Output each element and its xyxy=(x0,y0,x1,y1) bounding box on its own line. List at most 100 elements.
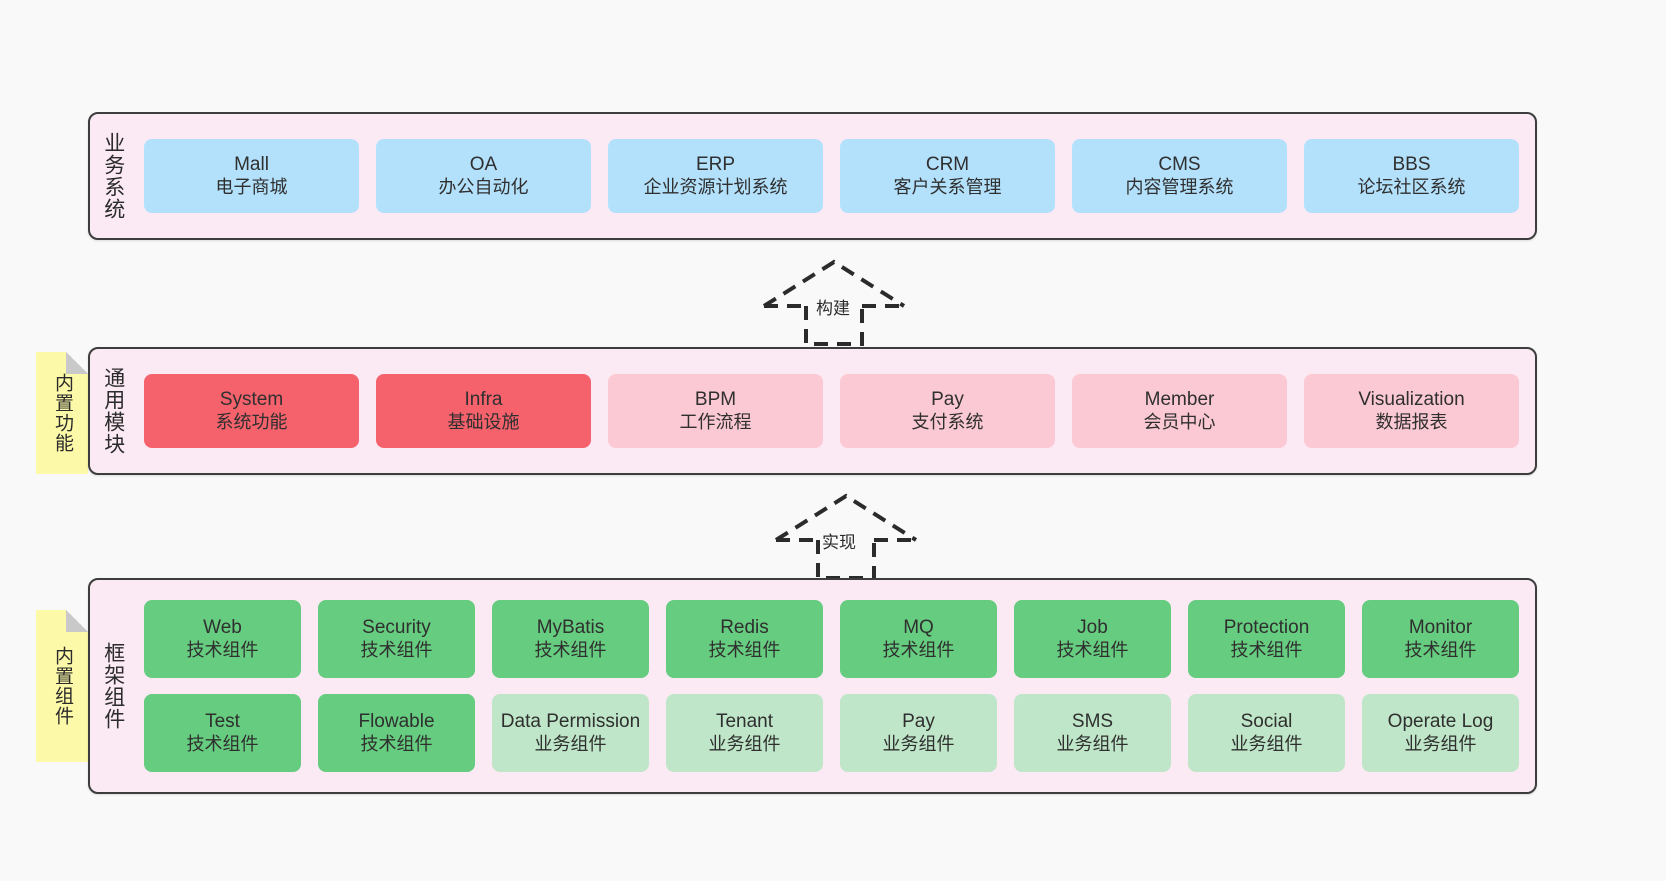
node-mq[interactable]: MQ 技术组件 xyxy=(840,600,997,678)
node-label-en: Visualization xyxy=(1358,389,1465,411)
node-label-en: Flowable xyxy=(358,711,435,733)
node-security[interactable]: Security 技术组件 xyxy=(318,600,475,678)
node-job[interactable]: Job 技术组件 xyxy=(1014,600,1171,678)
node-label-cn: 工作流程 xyxy=(679,411,752,432)
node-label-cn: 基础设施 xyxy=(447,411,520,432)
node-label-cn: 企业资源计划系统 xyxy=(643,176,788,197)
node-label-en: Protection xyxy=(1223,617,1310,639)
node-label-en: Security xyxy=(362,617,431,639)
node-label-en: System xyxy=(219,389,284,411)
node-label-en: Pay xyxy=(931,389,964,411)
sticky-note-builtin-features: 内置功能 xyxy=(36,352,88,474)
node-label-cn: 业务组件 xyxy=(1404,733,1477,754)
node-member[interactable]: Member 会员中心 xyxy=(1072,374,1287,448)
arrow-label-implement: 实现 xyxy=(822,533,856,552)
node-operate-log[interactable]: Operate Log 业务组件 xyxy=(1362,694,1519,772)
node-cms[interactable]: CMS 内容管理系统 xyxy=(1072,139,1287,213)
node-label-cn: 数据报表 xyxy=(1375,411,1448,432)
node-label-cn: 技术组件 xyxy=(1056,639,1129,660)
node-label-en: OA xyxy=(469,154,498,176)
node-label-en: MyBatis xyxy=(536,617,605,639)
node-row: Test 技术组件 Flowable 技术组件 Data Permission … xyxy=(144,694,1519,772)
node-crm[interactable]: CRM 客户关系管理 xyxy=(840,139,1055,213)
node-system[interactable]: System 系统功能 xyxy=(144,374,359,448)
arrow-implement: 实现 xyxy=(766,492,926,580)
node-label-cn: 技术组件 xyxy=(534,639,607,660)
node-label-cn: 支付系统 xyxy=(911,411,984,432)
node-row: System 系统功能 Infra 基础设施 BPM 工作流程 Pay 支付系统… xyxy=(144,374,1519,448)
node-tenant[interactable]: Tenant 业务组件 xyxy=(666,694,823,772)
node-label-en: Operate Log xyxy=(1387,711,1494,733)
node-label-cn: 技术组件 xyxy=(360,639,433,660)
node-label-en: Redis xyxy=(720,617,769,639)
node-label-en: CRM xyxy=(925,154,970,176)
node-flowable[interactable]: Flowable 技术组件 xyxy=(318,694,475,772)
node-label-cn: 技术组件 xyxy=(708,639,781,660)
layer-common-modules: 通用模块 System 系统功能 Infra 基础设施 BPM 工作流程 Pay… xyxy=(88,347,1537,475)
node-label-cn: 技术组件 xyxy=(186,639,259,660)
node-infra[interactable]: Infra 基础设施 xyxy=(376,374,591,448)
node-label-cn: 电子商城 xyxy=(215,176,288,197)
layer-business-system: 业务系统 Mall 电子商城 OA 办公自动化 ERP 企业资源计划系统 CRM… xyxy=(88,112,1537,240)
node-data-permission[interactable]: Data Permission 业务组件 xyxy=(492,694,649,772)
sticky-note-label: 内置功能 xyxy=(52,373,74,453)
node-label-en: Job xyxy=(1077,617,1108,639)
node-label-en: BBS xyxy=(1392,154,1431,176)
node-label-en: SMS xyxy=(1071,711,1114,733)
node-mall[interactable]: Mall 电子商城 xyxy=(144,139,359,213)
node-visualization[interactable]: Visualization 数据报表 xyxy=(1304,374,1519,448)
node-label-en: Monitor xyxy=(1408,617,1473,639)
node-label-en: ERP xyxy=(695,154,736,176)
node-label-cn: 业务组件 xyxy=(1056,733,1129,754)
node-label-cn: 内容管理系统 xyxy=(1125,176,1234,197)
node-label-cn: 技术组件 xyxy=(1230,639,1303,660)
node-label-cn: 客户关系管理 xyxy=(893,176,1002,197)
layer-body-framework: Web 技术组件 Security 技术组件 MyBatis 技术组件 Redi… xyxy=(136,580,1535,792)
node-label-en: Web xyxy=(203,617,242,639)
node-monitor[interactable]: Monitor 技术组件 xyxy=(1362,600,1519,678)
node-label-cn: 系统功能 xyxy=(215,411,288,432)
node-label-cn: 业务组件 xyxy=(708,733,781,754)
layer-title-common: 通用模块 xyxy=(101,367,125,455)
node-bpm[interactable]: BPM 工作流程 xyxy=(608,374,823,448)
node-label-cn: 技术组件 xyxy=(882,639,955,660)
node-protection[interactable]: Protection 技术组件 xyxy=(1188,600,1345,678)
node-redis[interactable]: Redis 技术组件 xyxy=(666,600,823,678)
node-label-cn: 办公自动化 xyxy=(438,176,529,197)
node-label-en: Data Permission xyxy=(500,711,641,733)
node-row: Mall 电子商城 OA 办公自动化 ERP 企业资源计划系统 CRM 客户关系… xyxy=(144,139,1519,213)
node-label-cn: 会员中心 xyxy=(1143,411,1216,432)
node-label-cn: 技术组件 xyxy=(1404,639,1477,660)
node-label-en: MQ xyxy=(903,617,934,639)
node-label-en: Social xyxy=(1240,711,1293,733)
node-label-en: BPM xyxy=(694,389,737,411)
arrow-label-build: 构建 xyxy=(816,299,850,318)
node-social[interactable]: Social 业务组件 xyxy=(1188,694,1345,772)
node-row: Web 技术组件 Security 技术组件 MyBatis 技术组件 Redi… xyxy=(144,600,1519,678)
node-label-cn: 业务组件 xyxy=(534,733,607,754)
node-mybatis[interactable]: MyBatis 技术组件 xyxy=(492,600,649,678)
node-label-cn: 业务组件 xyxy=(882,733,955,754)
layer-body-business: Mall 电子商城 OA 办公自动化 ERP 企业资源计划系统 CRM 客户关系… xyxy=(136,114,1535,238)
node-pay-component[interactable]: Pay 业务组件 xyxy=(840,694,997,772)
node-web[interactable]: Web 技术组件 xyxy=(144,600,301,678)
node-label-cn: 论坛社区系统 xyxy=(1357,176,1466,197)
node-label-cn: 业务组件 xyxy=(1230,733,1303,754)
node-oa[interactable]: OA 办公自动化 xyxy=(376,139,591,213)
node-sms[interactable]: SMS 业务组件 xyxy=(1014,694,1171,772)
sticky-note-builtin-components: 内置组件 xyxy=(36,610,88,762)
layer-body-common: System 系统功能 Infra 基础设施 BPM 工作流程 Pay 支付系统… xyxy=(136,349,1535,473)
node-bbs[interactable]: BBS 论坛社区系统 xyxy=(1304,139,1519,213)
node-test[interactable]: Test 技术组件 xyxy=(144,694,301,772)
arrow-build: 构建 xyxy=(754,258,914,346)
node-label-en: Tenant xyxy=(715,711,774,733)
layer-title-framework: 框架组件 xyxy=(101,642,125,730)
sticky-note-label: 内置组件 xyxy=(52,646,74,726)
node-label-en: Pay xyxy=(902,711,935,733)
node-pay[interactable]: Pay 支付系统 xyxy=(840,374,1055,448)
node-erp[interactable]: ERP 企业资源计划系统 xyxy=(608,139,823,213)
arrow-head-triangle-top xyxy=(774,493,918,542)
node-label-cn: 技术组件 xyxy=(186,733,259,754)
layer-framework-components: 框架组件 Web 技术组件 Security 技术组件 MyBatis 技术组件… xyxy=(88,578,1537,794)
